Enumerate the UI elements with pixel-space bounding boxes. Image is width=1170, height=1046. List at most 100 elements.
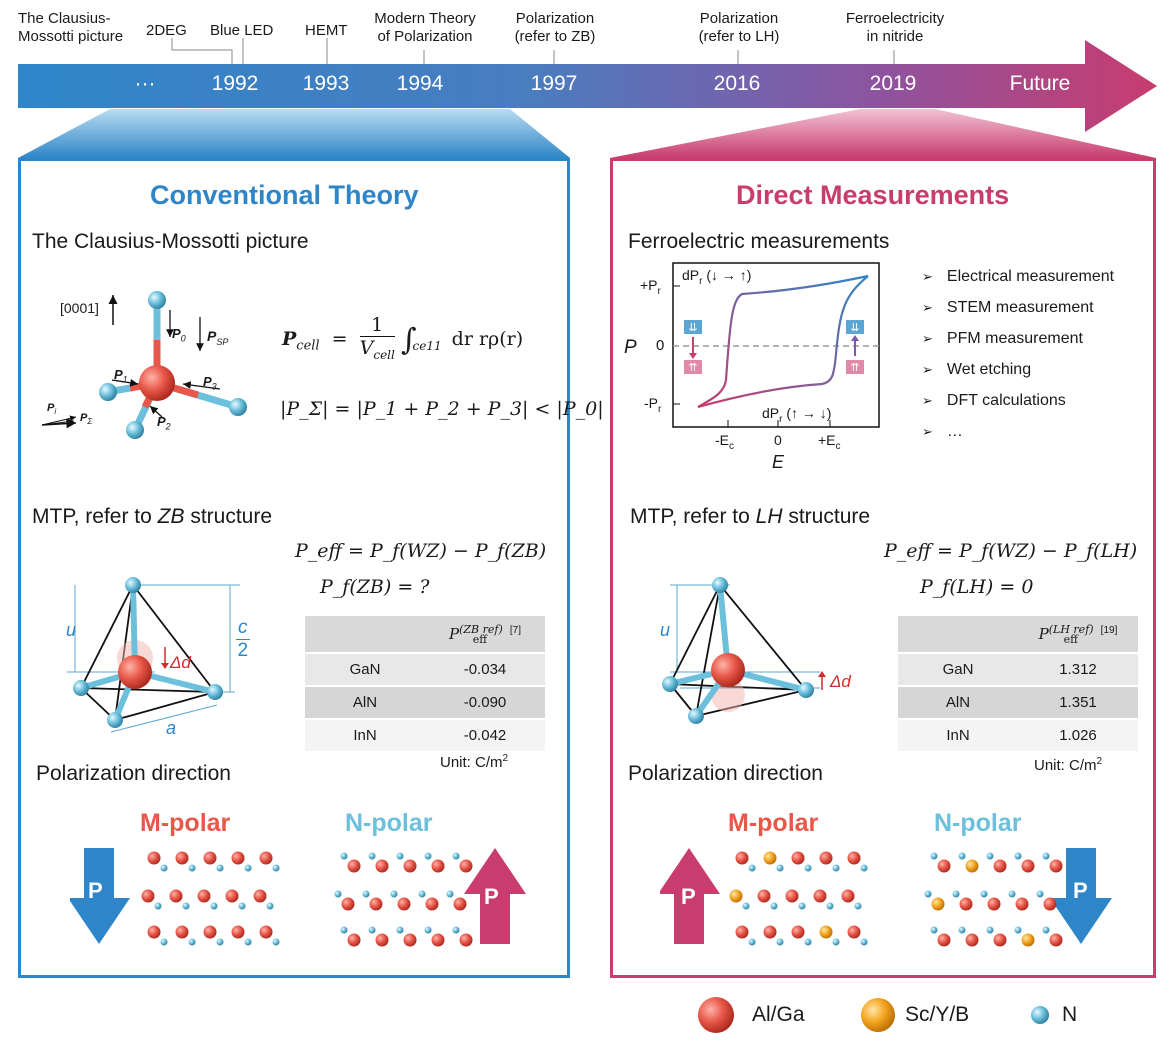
- svg-text:⇈: ⇈: [688, 361, 697, 374]
- table-material: InN: [898, 719, 1018, 753]
- tet-label-delta-d-lh: Δd: [830, 672, 851, 691]
- p-arrow-up-right-label: P: [681, 884, 696, 909]
- equation-p-sum: |P_Σ| = |P_1 + P_2 + P_3| < |P_0|: [280, 398, 604, 420]
- metal-atom: [369, 897, 383, 911]
- timeline-label-blue-led: Blue LED: [210, 22, 274, 39]
- table-value: -0.090: [425, 686, 545, 720]
- lh-table-header: P(LH ref)eff [19]: [1018, 616, 1138, 654]
- metal-atom: [735, 851, 749, 865]
- hyst-zero-y: 0: [656, 337, 665, 354]
- nitrogen-atom: [396, 926, 404, 934]
- hyst-e-zero: 0: [774, 432, 782, 448]
- metal-atom: [987, 897, 1001, 911]
- table-value: 1.351: [1018, 686, 1138, 720]
- metal-atom: [225, 889, 239, 903]
- hyst-pr-pos: +Pr: [640, 277, 661, 297]
- metal-atom: [965, 933, 979, 947]
- hyst-ec-pos: +Ec: [818, 432, 841, 452]
- p-arrow-down-right: [1050, 848, 1112, 944]
- timeline-label-ferro: Ferroelectricity in nitride: [845, 10, 945, 45]
- table-material: GaN: [305, 653, 425, 687]
- nitrogen-atom: [770, 902, 778, 910]
- nitrogen-atom: [1008, 890, 1016, 898]
- bullet-item: ➢…: [922, 423, 963, 440]
- metal-atom: [203, 851, 217, 865]
- p-arrow-down: [70, 848, 130, 944]
- legend-swatch-al-ga: [698, 997, 734, 1033]
- metal-atom: [1049, 933, 1063, 947]
- timeline-ticks: [171, 38, 895, 64]
- nitrogen-atom: [182, 902, 190, 910]
- left-unit-label: Unit: C/m2: [440, 753, 509, 771]
- nitrogen-atom: [958, 926, 966, 934]
- right-section-mtp-lh: MTP, refer to LH structure: [630, 505, 871, 528]
- hyst-top-label: dPr (↓ → ↑): [682, 267, 752, 287]
- metal-atom: [1015, 897, 1029, 911]
- right-m-polar-label: M-polar: [728, 809, 819, 837]
- timeline-year-ellipsis: ···: [134, 72, 156, 95]
- timeline-year-future: Future: [1009, 72, 1071, 95]
- legend-swatch-sc-y-b: [861, 998, 895, 1032]
- left-m-polar-label: M-polar: [140, 809, 231, 837]
- metal-atom: [169, 889, 183, 903]
- metal-atom: [847, 925, 861, 939]
- metal-atom: [431, 933, 445, 947]
- equation-peff-lh: P_eff = P_f(WZ) − P_f(LH): [884, 540, 1138, 562]
- domain-switch-glyph-right: ⇊ ⇈: [846, 320, 864, 374]
- timeline-label-lh: Polarization (refer to LH): [698, 10, 780, 45]
- nitrogen-atom: [832, 864, 840, 872]
- nitrogen-atom: [1042, 852, 1050, 860]
- metal-atom: [197, 889, 211, 903]
- metal-atom: [819, 925, 833, 939]
- nitrogen-atom: [980, 890, 988, 898]
- label-pi: Pi: [47, 402, 57, 417]
- metal-atom: [763, 925, 777, 939]
- nitrogen-atom: [424, 852, 432, 860]
- left-panel-title: Conventional Theory: [150, 180, 419, 210]
- right-section-polarization: Polarization direction: [628, 762, 823, 785]
- left-section-polarization: Polarization direction: [36, 762, 231, 785]
- left-section-clausius: The Clausius-Mossotti picture: [32, 230, 309, 253]
- domain-switch-glyph-left: ⇊ ⇈: [684, 320, 702, 374]
- equation-peff-zb: P_eff = P_f(WZ) − P_f(ZB): [295, 540, 547, 562]
- p-arrow-up-label: P: [484, 884, 499, 909]
- nitrogen-atom: [958, 852, 966, 860]
- metal-atom: [1049, 859, 1063, 873]
- svg-text:⇈: ⇈: [850, 361, 859, 374]
- nitrogen-atom: [986, 852, 994, 860]
- nitrogen-atom: [952, 890, 960, 898]
- zb-tetrahedron: [67, 577, 240, 733]
- p-arrow-up: [464, 848, 526, 944]
- p-arrow-down-right-label: P: [1073, 878, 1088, 903]
- nitrogen-atom: [244, 938, 252, 946]
- equation-pf-zb: P_f(ZB) = ?: [320, 576, 430, 598]
- nitrogen-atom: [1042, 926, 1050, 934]
- metal-atom: [813, 889, 827, 903]
- nitrogen-atom: [160, 864, 168, 872]
- nitrogen-atom: [930, 926, 938, 934]
- legend-swatch-n: [1031, 1006, 1049, 1024]
- metal-atom: [397, 897, 411, 911]
- nitrogen-atom: [452, 926, 460, 934]
- metal-atom: [175, 851, 189, 865]
- metal-atom: [425, 897, 439, 911]
- timeline-label-zb: Polarization (refer to ZB): [514, 10, 596, 45]
- nitrogen-atom: [776, 864, 784, 872]
- tet-label-c-over-2: c 2: [236, 617, 250, 661]
- conventional-theory-panel: [18, 158, 570, 978]
- metal-atom: [259, 851, 273, 865]
- label-p1: P1: [114, 367, 128, 385]
- metal-atom: [459, 933, 473, 947]
- metal-atom: [785, 889, 799, 903]
- metal-atom: [791, 851, 805, 865]
- hysteresis-loop: ⇊ ⇈ ⇊ ⇈: [672, 262, 880, 428]
- nitrogen-atom: [340, 852, 348, 860]
- nitrogen-atom: [776, 938, 784, 946]
- lh-tetrahedron: [662, 577, 826, 724]
- nitrogen-atom: [368, 926, 376, 934]
- timeline-label-clausius: The Clausius- Mossotti picture: [18, 10, 124, 45]
- nitrogen-atom: [854, 902, 862, 910]
- label-psp: PSP: [207, 328, 229, 347]
- metal-atom: [819, 851, 833, 865]
- timeline-year-1992: 1992: [211, 72, 259, 95]
